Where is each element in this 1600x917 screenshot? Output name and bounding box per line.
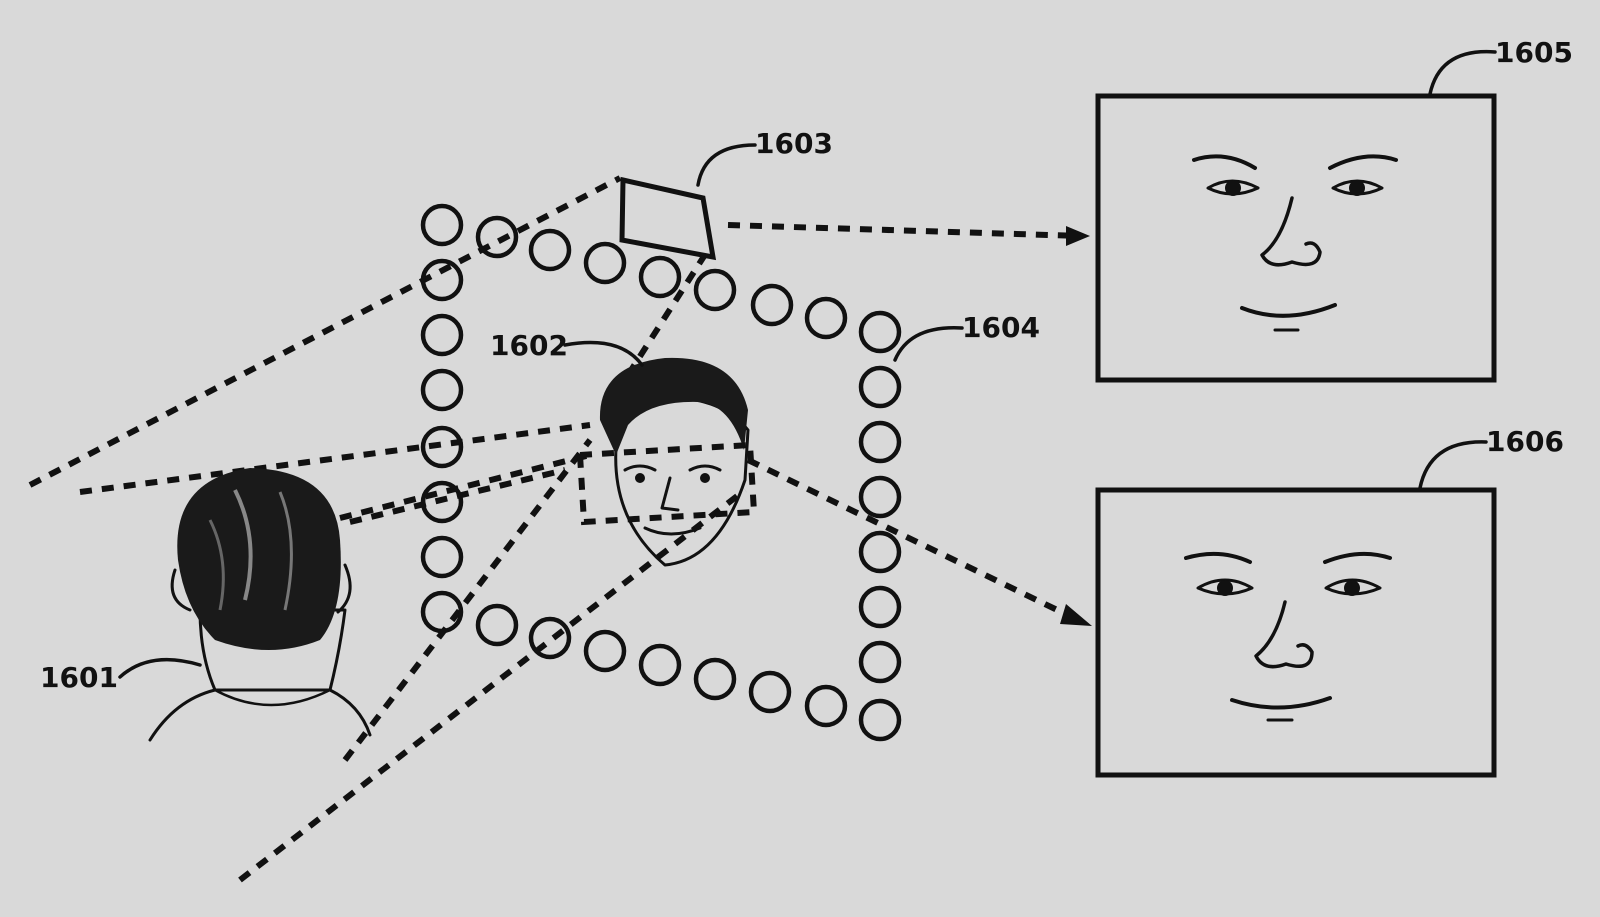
label-camera: 1603 [755,127,833,160]
circle-icon [858,640,902,684]
arrowhead [1060,604,1092,626]
circle-icon [528,228,572,272]
arrow-to-display-upper [727,222,1081,239]
circle-icon [804,296,848,340]
label-display-lower: 1606 [1486,425,1564,458]
circle-icon [420,368,464,412]
circle-icon [420,313,464,357]
sight-line [28,175,622,488]
sight-line [79,422,591,495]
circle-icon [420,590,464,634]
circle-icon [420,203,464,247]
leader-1601 [118,657,202,679]
circle-icon [748,670,792,714]
sight-line [339,452,591,521]
circle-icon [693,657,737,701]
circle-icon [858,585,902,629]
label-display-upper: 1605 [1495,36,1573,69]
circle-icon [420,480,464,524]
circle-icon [420,535,464,579]
circle-icon [858,365,902,409]
circle-icon [475,215,519,259]
camera-icon [619,176,717,261]
display-upper [1095,93,1497,383]
label-light-ring: 1604 [962,311,1040,344]
circle-icon [693,268,737,312]
circle-icon [475,603,519,647]
display-lower [1095,487,1497,778]
leader-1605 [1428,49,1497,96]
label-observer: 1601 [40,661,118,694]
reference-numerals: 1601 1602 1603 1604 1605 1606 [40,36,1573,694]
circle-icon [420,258,464,302]
light-ring [420,203,902,742]
leader-1602 [563,340,644,367]
circle-icon [750,283,794,327]
face-icon [1192,154,1398,332]
leader-1603 [696,143,757,187]
sight-lines [28,175,1092,883]
leader-1606 [1418,440,1488,490]
arrowhead [1066,226,1090,246]
arrow-to-display-lower [746,457,1084,625]
circle-icon [528,616,572,660]
circle-icon [858,698,902,742]
face-icon [576,357,758,567]
circle-icon [858,530,902,574]
circle-icon [858,475,902,519]
circle-icon [804,684,848,728]
circle-icon [638,643,682,687]
circle-icon [638,255,682,299]
circle-icon [583,241,627,285]
circle-icon [583,629,627,673]
leader-lines [118,49,1497,679]
sight-line [238,487,747,883]
face-icon [1184,551,1392,722]
circle-icon [420,425,464,469]
head-back-icon [148,468,372,742]
label-virtual-face: 1602 [490,329,568,362]
leader-1604 [893,326,964,362]
sight-line [342,438,593,762]
circle-icon [858,420,902,464]
sight-line [625,248,711,377]
sight-line [349,467,566,525]
circle-icon [858,310,902,354]
